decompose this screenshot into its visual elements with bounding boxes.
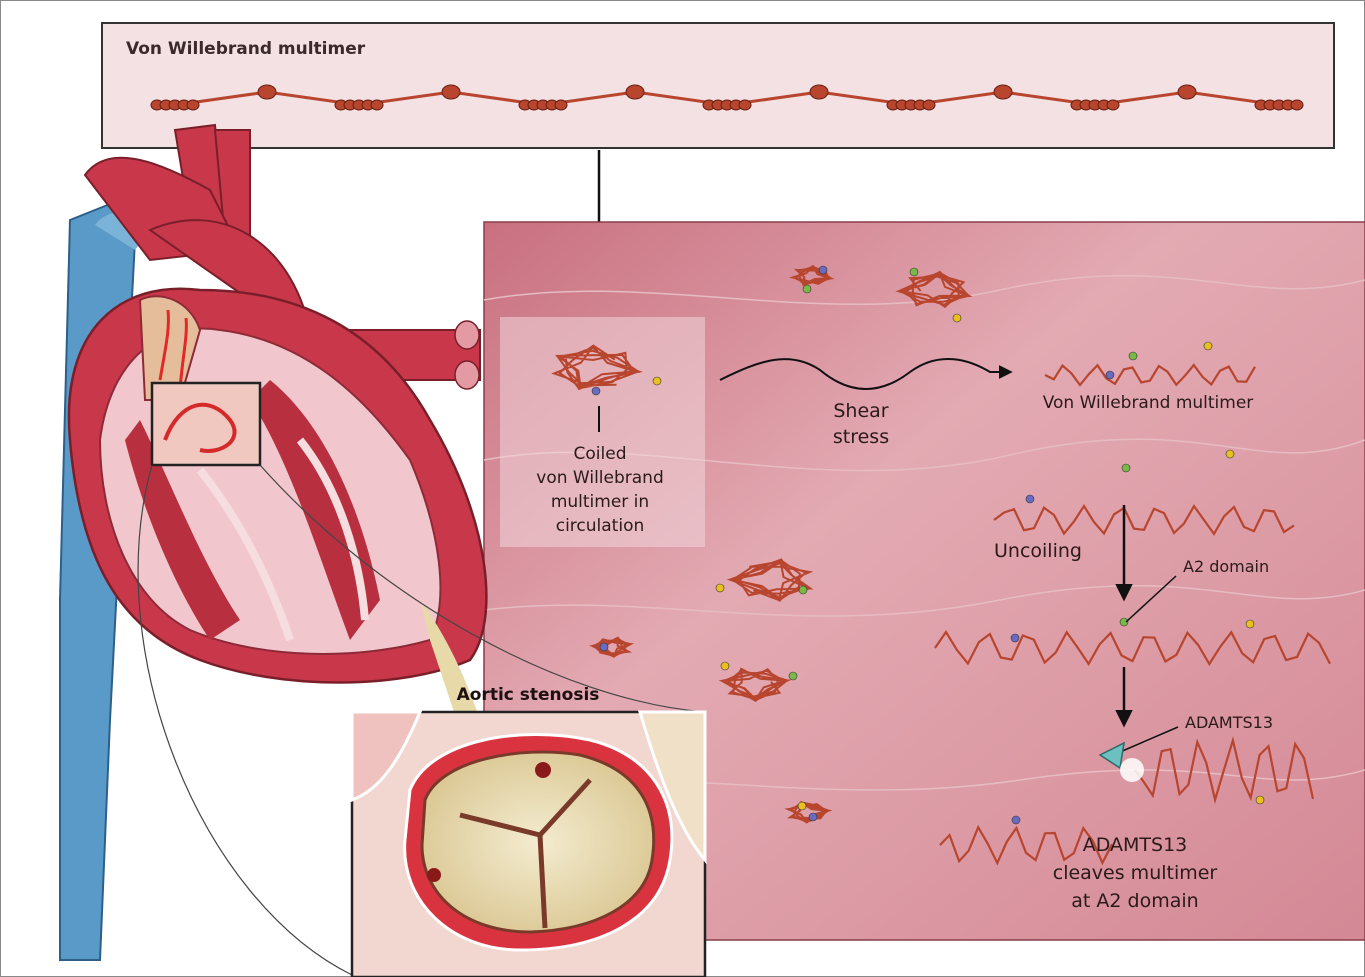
- domain-marker: [1106, 371, 1114, 379]
- chain-bead: [923, 100, 935, 110]
- chain-bead: [258, 85, 276, 99]
- domain-marker: [1226, 450, 1234, 458]
- chain-bead: [626, 85, 644, 99]
- uncoiling-label: Uncoiling: [994, 540, 1082, 562]
- chain-bead: [1291, 100, 1303, 110]
- domain-marker: [789, 672, 797, 680]
- domain-marker: [953, 314, 961, 322]
- chain-bead: [810, 85, 828, 99]
- domain-marker: [1256, 796, 1264, 804]
- domain-marker: [1011, 634, 1019, 642]
- domain-marker: [1012, 816, 1020, 824]
- chain-bead: [442, 85, 460, 99]
- chain-bead: [187, 100, 199, 110]
- domain-marker: [819, 266, 827, 274]
- domain-marker: [799, 586, 807, 594]
- domain-marker: [653, 377, 661, 385]
- aortic-stenosis-inset: [352, 712, 705, 977]
- domain-marker: [1026, 495, 1034, 503]
- chain-bead: [1107, 100, 1119, 110]
- cleave-label-line: ADAMTS13: [1083, 834, 1188, 856]
- domain-marker: [910, 268, 918, 276]
- coiled-label-line: multimer in: [551, 492, 649, 512]
- chain-bead: [555, 100, 567, 110]
- a2-domain-label: A2 domain: [1183, 557, 1269, 576]
- domain-marker: [809, 813, 817, 821]
- chain-bead: [739, 100, 751, 110]
- domain-marker: [592, 387, 600, 395]
- cleave-label-line: at A2 domain: [1071, 890, 1198, 912]
- domain-marker: [1129, 352, 1137, 360]
- domain-marker: [721, 662, 729, 670]
- coiled-label-line: Coiled: [574, 444, 627, 464]
- cleave-label-line: cleaves multimer: [1053, 862, 1218, 884]
- top-panel-title: Von Willebrand multimer: [126, 39, 366, 59]
- domain-marker: [1246, 620, 1254, 628]
- chain-bead: [1178, 85, 1196, 99]
- shear-label-line: stress: [833, 426, 889, 448]
- coiled-label-line: von Willebrand: [536, 468, 663, 488]
- vwm-label: Von Willebrand multimer: [1043, 393, 1254, 413]
- domain-marker: [716, 584, 724, 592]
- chain-bead: [994, 85, 1012, 99]
- coiled-label-line: circulation: [556, 516, 645, 536]
- domain-marker: [798, 802, 806, 810]
- cleavage-glow: [1120, 758, 1144, 782]
- domain-marker: [1204, 342, 1212, 350]
- chain-bead: [371, 100, 383, 110]
- aortic-stenosis-label: Aortic stenosis: [457, 685, 600, 705]
- domain-marker: [803, 285, 811, 293]
- shear-label-line: Shear: [833, 400, 888, 422]
- domain-marker: [1122, 464, 1130, 472]
- domain-marker: [600, 643, 608, 651]
- adamts13-label: ADAMTS13: [1185, 713, 1273, 732]
